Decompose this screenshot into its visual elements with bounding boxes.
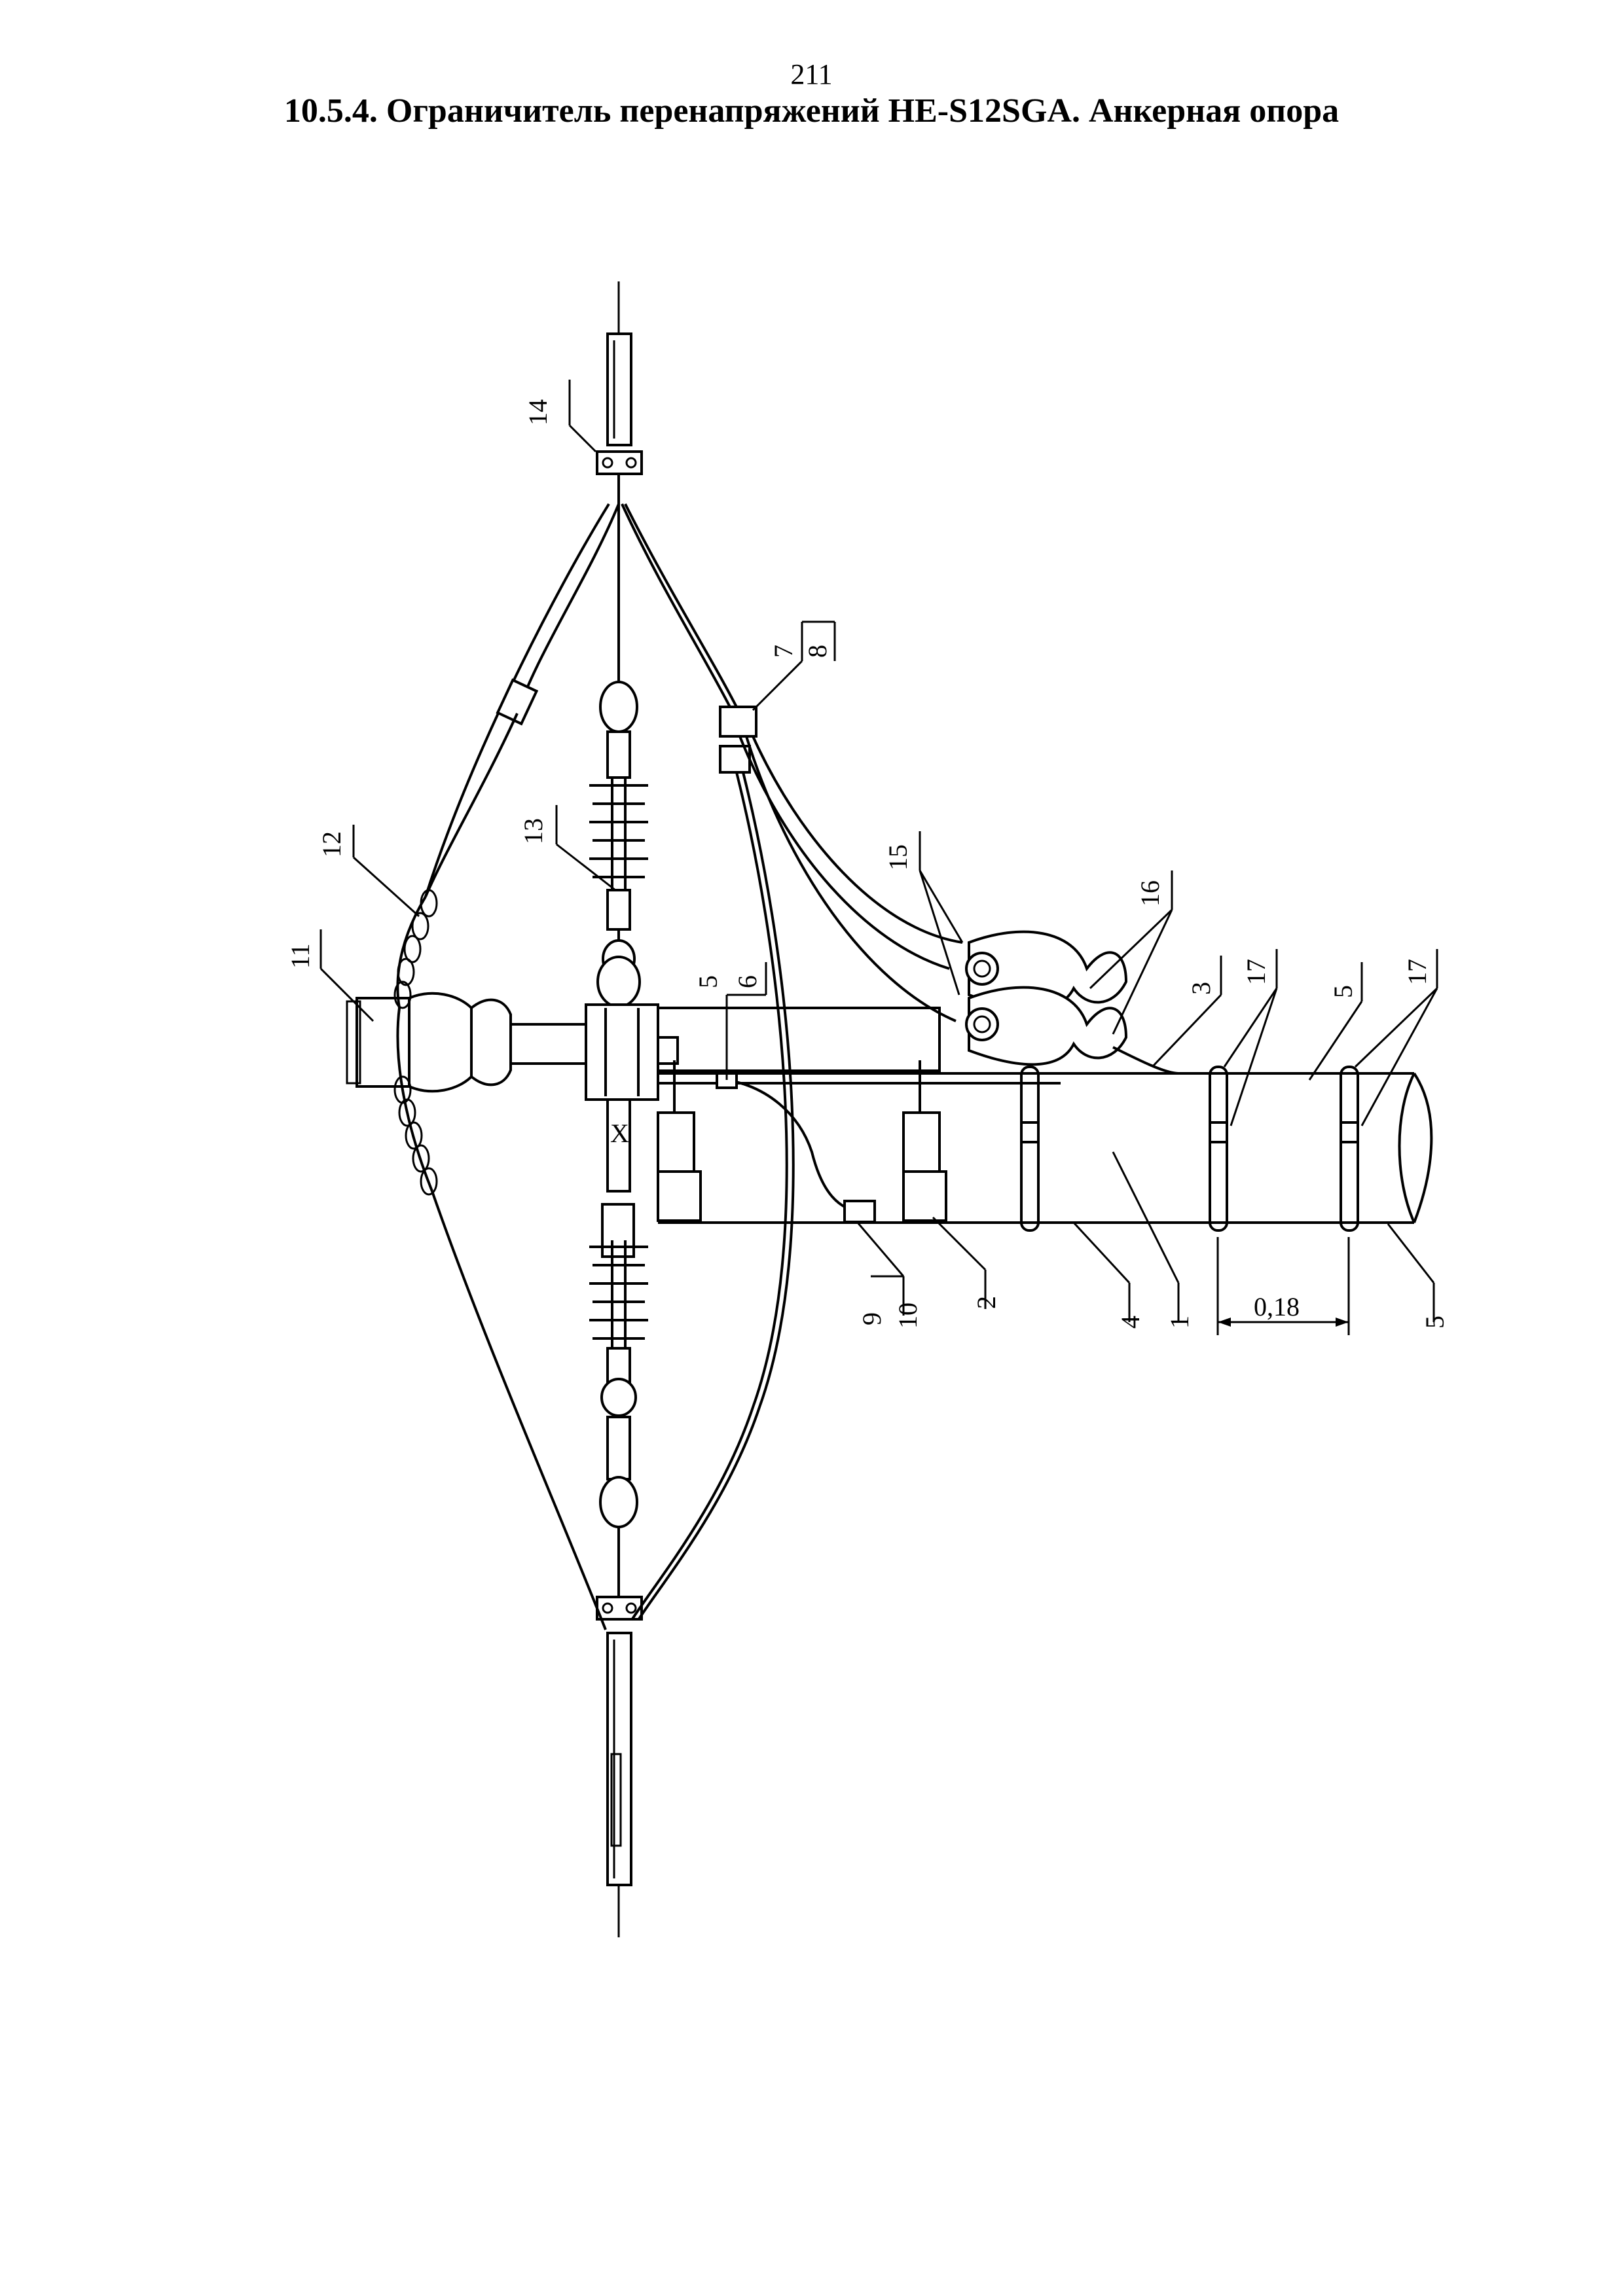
page-number: 211 [790, 58, 833, 90]
callout-12: 12 [317, 831, 346, 857]
top-insulator-fitting [606, 889, 631, 931]
page-title: 10.5.4. Ограничитель перенапряжений НЕ-S… [283, 92, 1340, 130]
callout-7: 7 [769, 645, 798, 658]
callout-10: 10 [893, 1302, 922, 1329]
ground-return-lead [630, 772, 788, 1621]
jumper-lower-left [431, 1191, 607, 1630]
ground-clamp [843, 1200, 876, 1223]
crossarm-clamp [585, 1003, 659, 1101]
pole-bands [1020, 1066, 1359, 1232]
callout-9: 9 [857, 1312, 886, 1325]
ground-wire [726, 1079, 865, 1213]
callout-11: 11 [285, 943, 315, 969]
callout-2: 2 [972, 1296, 1001, 1309]
surge-arrester-lower [965, 986, 1128, 1066]
top-eye-link [599, 681, 638, 733]
lead-upper [621, 503, 735, 714]
dimension-label: 0,18 [1254, 1292, 1300, 1321]
callout-15: 15 [883, 844, 913, 870]
callout-17-left: 17 [1241, 959, 1271, 985]
top-insulator-sheds [589, 779, 648, 890]
callout-3: 3 [1186, 982, 1216, 995]
lead-clamp-7 [719, 706, 757, 738]
jumper-upper-left [424, 503, 610, 897]
pole-break [1398, 1073, 1415, 1223]
svg-text:Х: Х [610, 1119, 629, 1148]
callout-13: 13 [519, 818, 548, 844]
upper-bracket [657, 1007, 941, 1072]
bottom-insulator-sheds [589, 1240, 648, 1348]
callout-5-bottom: 5 [1420, 1316, 1450, 1329]
callout-1: 1 [1165, 1316, 1194, 1329]
callout-17-right: 17 [1402, 959, 1432, 985]
callout-5-middle: 5 [1328, 985, 1358, 998]
jumper-twist [393, 889, 438, 1196]
top-tension-clamp [606, 332, 632, 446]
callout-8: 8 [803, 645, 832, 658]
callout-14: 14 [523, 399, 553, 425]
bracket-left [657, 1060, 702, 1222]
bracket-right [902, 1060, 947, 1222]
callout-4: 4 [1116, 1316, 1145, 1329]
callout-6: 6 [733, 975, 762, 988]
bottom-eye-link [599, 1476, 638, 1528]
callout-5-top: 5 [693, 975, 723, 988]
callout-16: 16 [1135, 880, 1165, 906]
lower-link [606, 1098, 631, 1193]
